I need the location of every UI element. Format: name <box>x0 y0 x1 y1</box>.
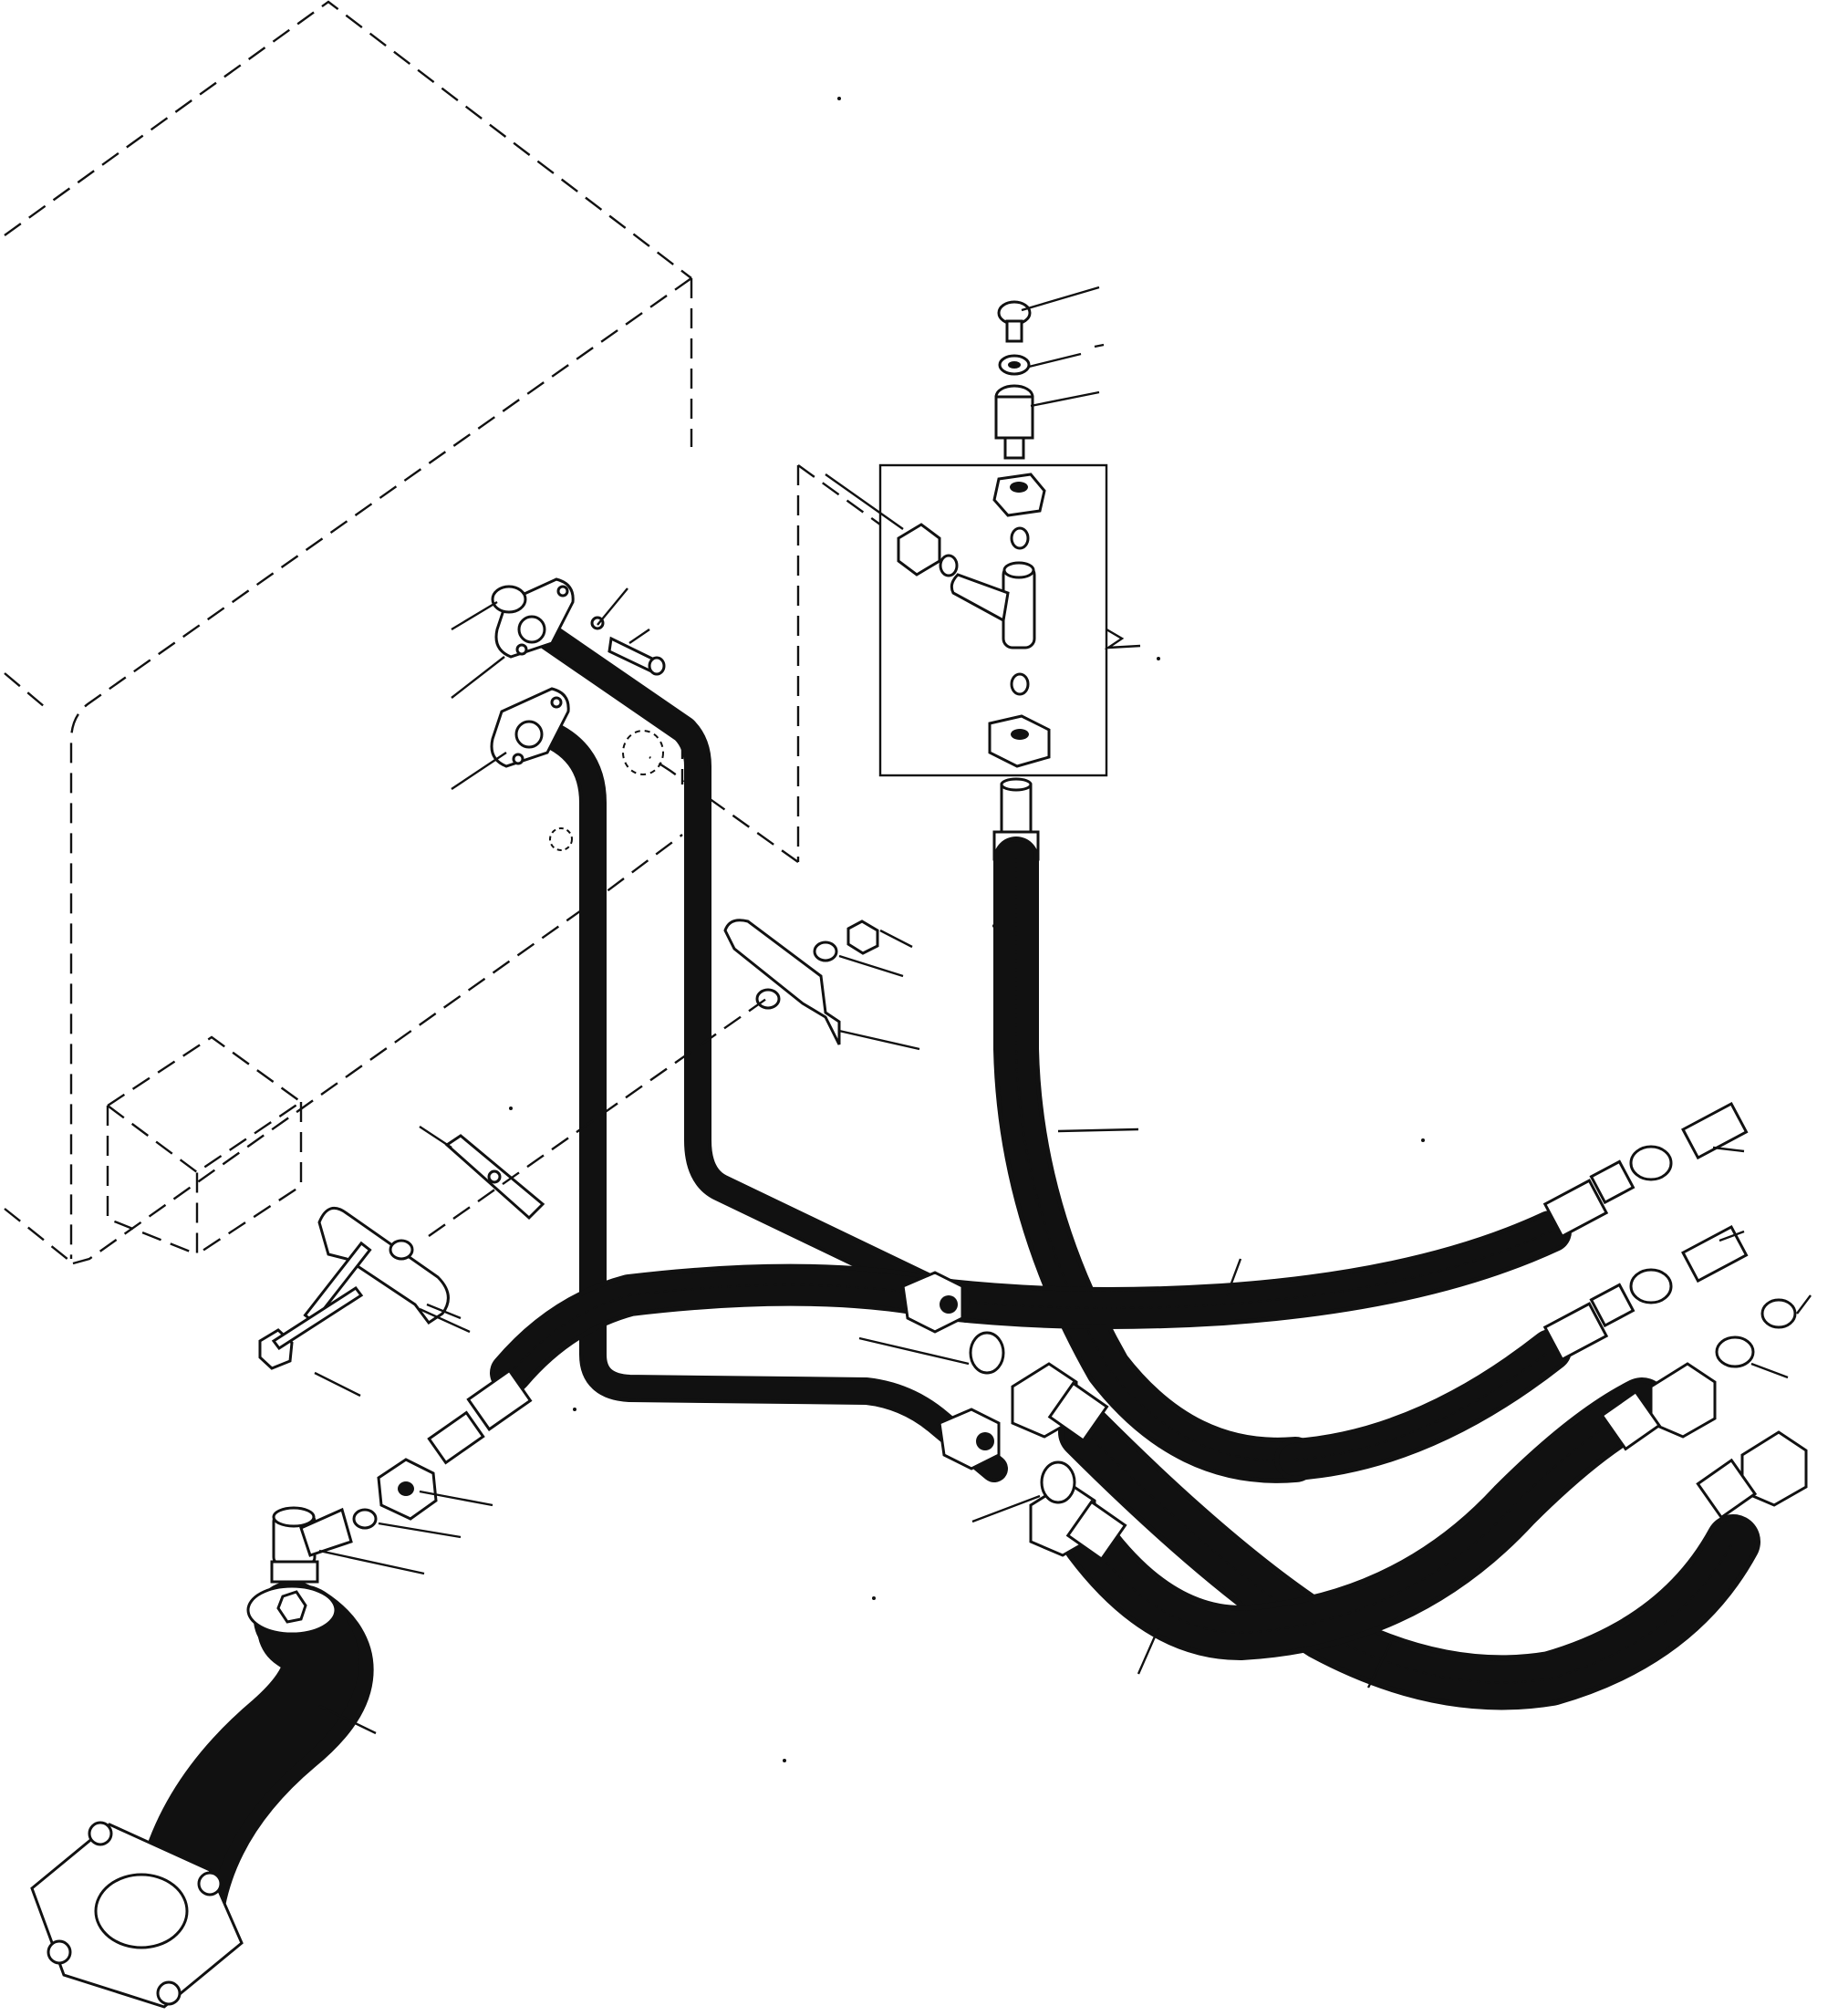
left-hex-nut <box>377 1458 438 1521</box>
tee-fitting-side-nut <box>897 523 959 577</box>
left-sleeve <box>352 1508 378 1530</box>
hidden-fitting <box>549 730 664 851</box>
clamp-rubber-plate <box>444 1134 545 1221</box>
lower-pipe-flange <box>490 687 570 768</box>
flange-o-ring <box>491 585 527 614</box>
vertical-hose <box>992 777 1318 1483</box>
upper-clamp-bracket <box>723 919 841 1045</box>
lower-left-hose <box>490 1263 970 1394</box>
hose-nut-a <box>1011 1362 1109 1443</box>
right-coupler-upper <box>1542 1101 1749 1239</box>
right-coupler-lower <box>1542 1224 1749 1362</box>
middle-right-hose <box>1274 1329 1572 1481</box>
clamp-bolt <box>271 1285 364 1351</box>
hose-nut-c <box>1600 1362 1717 1451</box>
lower-big-hose-a <box>1058 1405 1760 1710</box>
pipe-end-nut-lower <box>938 1408 1001 1470</box>
suction-flange <box>30 1821 244 2009</box>
lower-big-hose-b <box>1063 1377 1669 1660</box>
tee-fitting-nut-bottom <box>988 714 1051 768</box>
clamp-alignment-line <box>428 998 767 1237</box>
hose-nut-d <box>1696 1430 1808 1520</box>
left-hose-end-fitting <box>427 1368 533 1465</box>
suction-elbow-pipe <box>135 1581 374 1941</box>
o-ring-low <box>1040 1460 1076 1504</box>
clamp-washer <box>813 940 838 962</box>
tee-body <box>950 561 1036 649</box>
o-ring-right-b <box>1760 1298 1797 1329</box>
o-ring-right-a <box>1715 1335 1755 1368</box>
tank-phantom-outline <box>4 0 693 1265</box>
upper-right-hose <box>928 1211 1572 1329</box>
top-adapter <box>994 384 1034 460</box>
top-banjo-bolt <box>997 300 1032 343</box>
pipe-end-nut-upper <box>901 1271 964 1334</box>
scan-specks <box>509 97 1425 1762</box>
leader-lines <box>314 286 1812 1735</box>
steel-pipe-lower <box>524 716 1008 1482</box>
clamp-nut <box>846 920 879 955</box>
lower-clamp-bracket <box>258 1206 450 1370</box>
top-washer <box>998 354 1031 376</box>
tee-fitting-nut-top <box>992 473 1046 517</box>
tee-fitting-detail-box <box>878 463 1141 777</box>
tank-drain-box-phantom <box>105 1035 304 1256</box>
left-elbow-fitting <box>270 1506 353 1584</box>
tee-fitting-sleeve-bottom <box>1010 672 1030 696</box>
phantom-bracket-lines <box>649 464 881 863</box>
o-ring-mid <box>969 1331 1005 1375</box>
hose-nut-b <box>1029 1481 1127 1562</box>
tee-fitting-sleeve-top <box>1010 526 1030 550</box>
